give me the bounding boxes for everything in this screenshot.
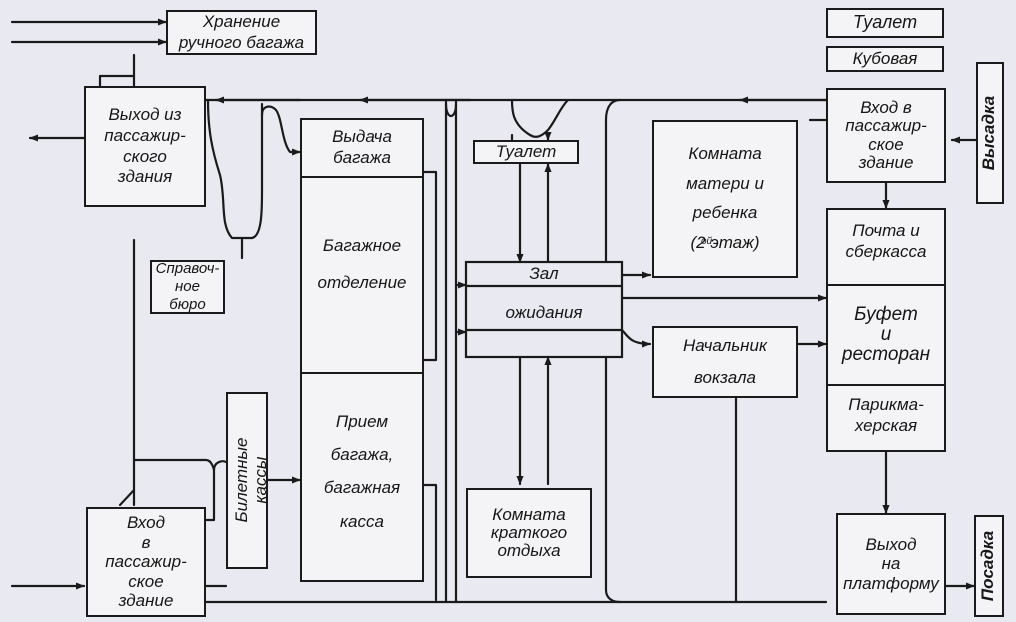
toilet-center-label: Туалет [495,141,557,161]
entry-building-right-box [826,88,946,183]
barber-label: Парикма- херская [848,395,924,435]
rest-room-box [466,488,592,578]
waiting-hall-label-2: ожидания [505,302,583,322]
baggage-issue-label: Выдача багажа [332,127,392,167]
services-divider-2 [826,384,946,386]
entry-building-right-label: Вход в пассажир- ское здание [845,97,927,172]
tickets-box [226,392,268,569]
toilet-right-label: Туалет [852,12,918,33]
station-master-label: Начальник вокзала [682,335,768,388]
disembark-box [976,62,1004,204]
boiler-label: Кубовая [852,48,918,68]
entry-building-left-label: Вход в пассажир- ское здание [105,513,187,611]
exit-platform-box [836,513,946,615]
exit-building-label: Выход из пассажир- ского здания [104,105,186,187]
toilet-right-box [826,8,944,38]
waiting-hall-label-1: Зал [529,263,559,283]
toilet-center-box [473,140,579,164]
boarding-label: Посадка [978,530,997,602]
disembark-label: Высадка [979,95,998,171]
exit-building-box [84,86,206,207]
station-master-box [652,326,798,398]
info-desk-label: Справоч- ное бюро [155,259,220,314]
exit-platform-label: Выход на платформу [843,534,939,593]
buffet-label: Буфет и ресторан [841,304,931,365]
post-bank-label: Почта и сберкасса [845,221,927,261]
mother-child-superscript: ой [701,236,713,247]
tickets-label: Билетные кассы [232,437,270,523]
baggage-divider [300,372,424,374]
info-desk-box [150,260,225,314]
services-column-box [826,208,946,452]
boiler-box [826,46,944,72]
mother-child-label: Комната матери и ребенка (2 этаж) [686,143,764,253]
mother-child-box [652,120,798,278]
baggage-dept-label: Багажное отделение [317,235,407,293]
storage-box [166,10,317,55]
rest-room-label: Комната краткого отдыха [490,505,568,560]
services-divider-1 [826,284,946,286]
baggage-receive-label: Прием багажа, багажная касса [323,411,401,531]
entry-building-left-box [86,507,206,617]
baggage-column-box [300,118,424,582]
storage-label: Хранение ручного багажа [178,11,305,52]
baggage-issue-box [300,118,424,178]
boarding-box [974,515,1004,617]
